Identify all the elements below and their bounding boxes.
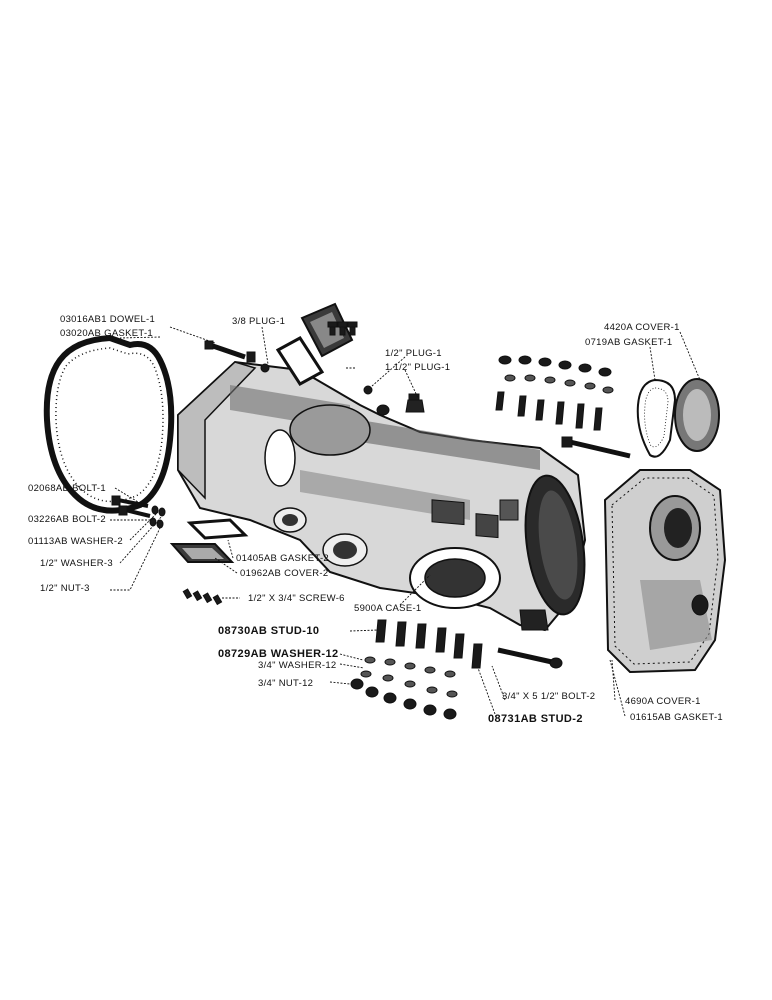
label-gasket-main: 03020AB GASKET-1: [60, 328, 153, 339]
lower-stud-nut-group-drawing: [350, 619, 563, 720]
label-dowel: 03016AB1 DOWEL-1: [60, 314, 155, 325]
screws-drawing: [182, 588, 223, 606]
small-right-covers-drawing: [636, 378, 720, 458]
label-bolt-3-4: 3/4" X 5 1/2" BOLT-2: [502, 691, 595, 702]
main-gasket-drawing: [43, 334, 175, 514]
label-nut-1-2: 1/2" NUT-3: [40, 583, 90, 594]
label-stud-08730: 08730AB STUD-10: [218, 625, 319, 637]
label-bolt-03226: 03226AB BOLT-2: [28, 514, 106, 525]
side-cover-drawing: [169, 518, 249, 563]
label-cover-4420: 4420A COVER-1: [604, 322, 680, 333]
top-plugs-drawing: [363, 385, 425, 413]
label-gasket-01615: 01615AB GASKET-1: [630, 712, 723, 723]
label-gasket-0719: 0719AB GASKET-1: [585, 337, 672, 348]
main-case-drawing: [177, 360, 587, 632]
leader-lines: [110, 326, 701, 717]
top-screws-drawing: [327, 321, 358, 336]
label-washer-08729: 08729AB WASHER-12: [218, 648, 339, 660]
label-plug-1-1-2: 1 1/2" PLUG-1: [385, 362, 450, 373]
label-screw: 1/2" X 3/4" SCREW-6: [248, 593, 345, 604]
label-plug-1-2: 1/2" PLUG-1: [385, 348, 442, 359]
label-gasket-01405: 01405AB GASKET-2: [236, 553, 329, 564]
label-plug-3-8: 3/8 PLUG-1: [232, 316, 285, 327]
dowel-drawing: [204, 340, 270, 373]
upper-stud-nut-group-drawing: [495, 355, 631, 459]
label-cover-4690: 4690A COVER-1: [625, 696, 701, 707]
label-cover-01962: 01962AB COVER-2: [240, 568, 328, 579]
label-stud-08731: 08731AB STUD-2: [488, 713, 583, 725]
label-washer-01113: 01113AB WASHER-2: [28, 536, 123, 547]
label-bolt-02068: 02068AB BOLT-1: [28, 483, 106, 494]
callout-labels: 03016AB1 DOWEL-1 03020AB GASKET-1 3/8 PL…: [28, 314, 723, 725]
label-nut-3-4: 3/4" NUT-12: [258, 678, 313, 689]
label-washer-3-4: 3/4" WASHER-12: [258, 660, 337, 671]
label-washer-1-2: 1/2" WASHER-3: [40, 558, 113, 569]
large-right-cover-drawing: [603, 469, 727, 674]
top-cover-drawing: [275, 302, 354, 386]
label-case: 5900A CASE-1: [354, 603, 422, 614]
